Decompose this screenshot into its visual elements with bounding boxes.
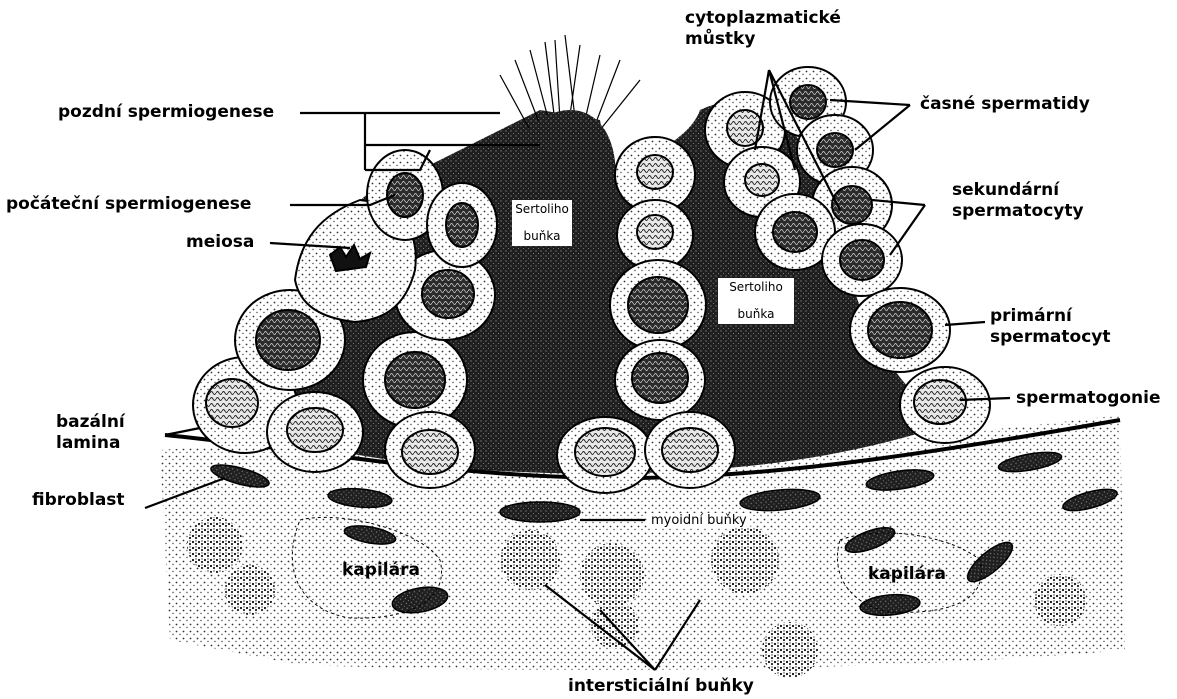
- label-interstitial-cells: intersticiální buňky: [568, 676, 754, 697]
- label-initial-spermiogenesis: počáteční spermiogenese: [6, 194, 251, 215]
- label-capillary-left: kapilára: [342, 560, 420, 581]
- label-capillary-right: kapilára: [868, 564, 946, 585]
- label-sertoli-cell-left: Sertoliho buňka: [512, 200, 572, 246]
- label-basal-lamina: bazální lamina: [56, 412, 125, 454]
- label-fibroblast: fibroblast: [32, 490, 125, 511]
- label-sertoli-cell-right: Sertoliho buňka: [718, 278, 794, 324]
- label-early-spermatids: časné spermatidy: [920, 94, 1090, 115]
- label-spermatogonia: spermatogonie: [1016, 388, 1161, 409]
- label-secondary-spermatocytes: sekundární spermatocyty: [952, 180, 1084, 222]
- label-primary-spermatocyte: primární spermatocyt: [990, 306, 1110, 348]
- label-myoid-cells: myoidní buňky: [648, 513, 750, 528]
- label-cytoplasmic-bridges: cytoplazmatické můstky: [685, 8, 841, 50]
- label-meiosis: meiosa: [186, 232, 254, 253]
- label-late-spermiogenesis: pozdní spermiogenese: [58, 102, 274, 123]
